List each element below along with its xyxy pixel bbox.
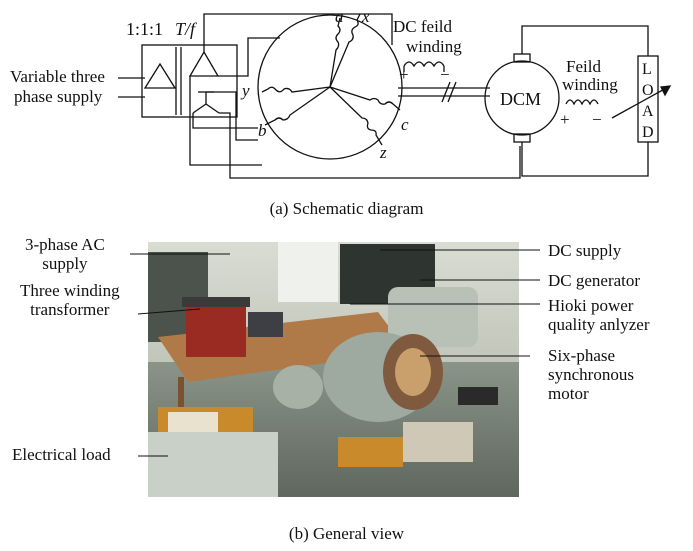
label-hioki: Hioki power quality anlyzer [548,296,650,334]
stator-windings [261,13,401,146]
load-box [637,55,659,143]
load-letter-o: O [642,82,654,99]
label-ac-supply-line2: supply [42,254,88,273]
label-ac-supply-line1: 3-phase AC [25,235,105,254]
terminal-b: b [258,121,267,140]
label-transformer: Three winding transformer [20,281,120,319]
field-line2: winding [562,75,618,94]
field-minus: − [592,110,602,129]
load-letter-d: D [642,124,654,141]
six-phase-motor-circle [257,14,403,160]
ratio-suffix: T/f [175,19,198,39]
dcm-label: DCM [500,89,541,109]
transformer-photo [186,302,246,357]
label-transformer-line2: transformer [30,300,110,319]
electrical-load-photo [148,432,278,497]
terminal-x: x [361,7,370,26]
label-hioki-line2: quality anlyzer [548,315,650,334]
dcm-circle [484,60,560,136]
secondary-delta-icon [188,50,220,77]
terminal-a: a [335,7,344,26]
label-hioki-line1: Hioki power [548,296,634,315]
dc-field-plus: + [399,65,409,84]
load-letter-a: A [642,103,654,120]
schematic-diagram: 1:1:1 T/f Variable three phase supply a … [10,7,672,179]
field-plus: + [560,110,570,129]
dc-generator-photo [388,287,478,347]
label-dc-generator: DC generator [548,271,641,290]
label-dc-supply: DC supply [548,241,622,260]
dc-field-minus: − [440,65,450,84]
supply-label-line2: phase supply [14,87,103,106]
dc-field-winding-coil [403,61,445,68]
general-view: 3-phase AC supply Three winding transfor… [0,224,693,514]
caption-a: (a) Schematic diagram [269,199,424,218]
field-winding-coil [565,99,599,106]
terminal-z: z [379,143,387,162]
load-letter-l: L [642,61,652,78]
dc-field-line2: winding [406,37,462,56]
ratio-label: 1:1:1 [126,19,163,39]
terminal-c: c [401,115,409,134]
label-motor-line1: Six-phase [548,346,616,365]
label-transformer-line1: Three winding [20,281,120,300]
label-motor-line3: motor [548,384,589,403]
primary-delta-icon [143,62,177,89]
label-ac-supply: 3-phase AC supply [25,235,105,273]
label-motor-line2: synchronous [548,365,634,384]
supply-label-line1: Variable three [10,67,105,86]
caption-b: (b) General view [288,524,405,543]
label-motor: Six-phase synchronous motor [548,346,634,403]
field-line1: Feild [566,57,601,76]
terminal-y: y [240,81,250,100]
leader-lines [130,249,540,457]
label-electrical-load: Electrical load [12,445,111,464]
dc-field-line1: DC feild [393,17,453,36]
lab-photo [148,242,519,497]
